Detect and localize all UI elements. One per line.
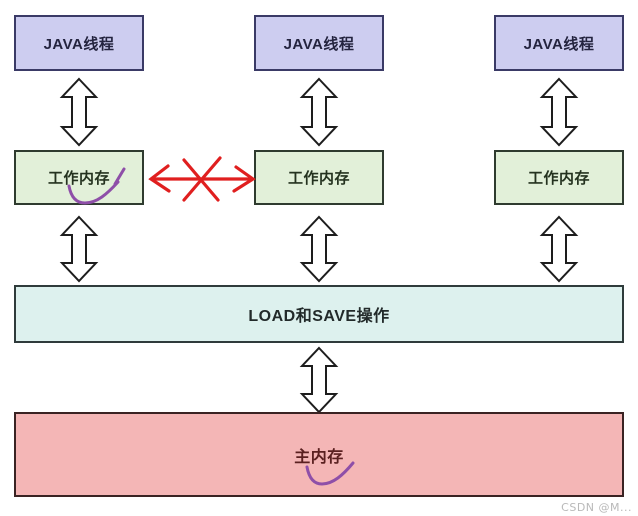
working-memory-box-2: 工作内存 (254, 150, 384, 205)
working-memory-label-3: 工作内存 (527, 170, 590, 187)
blocked-connection-annotation (148, 156, 256, 202)
working-memory-box-1: 工作内存 (14, 150, 144, 205)
java-thread-label-1: JAVA线程 (43, 35, 115, 53)
java-thread-box-3: JAVA线程 (494, 15, 624, 71)
double-arrow-icon-thread3-working3 (539, 77, 579, 147)
main-memory-label: 主内存 (294, 448, 344, 466)
java-thread-label-2: JAVA线程 (283, 35, 355, 53)
double-arrow-icon-thread1-working1 (59, 77, 99, 147)
double-arrow-icon-thread2-working2 (299, 77, 339, 147)
java-thread-box-1: JAVA线程 (14, 15, 144, 71)
java-thread-box-2: JAVA线程 (254, 15, 384, 71)
java-thread-label-3: JAVA线程 (523, 35, 595, 53)
main-memory-box: 主内存 (14, 412, 624, 497)
double-arrow-icon-working3-loadsave (539, 215, 579, 283)
double-arrow-icon-loadsave-mainmemory (299, 346, 339, 414)
load-save-operations-box: LOAD和SAVE操作 (14, 285, 624, 343)
working-memory-box-3: 工作内存 (494, 150, 624, 205)
load-save-operations-label: LOAD和SAVE操作 (248, 308, 390, 325)
working-memory-label-2: 工作内存 (287, 170, 350, 187)
working-memory-label-1: 工作内存 (47, 170, 110, 187)
csdn-watermark: CSDN @M... (561, 501, 632, 514)
double-arrow-icon-working1-loadsave (59, 215, 99, 283)
double-arrow-icon-working2-loadsave (299, 215, 339, 283)
